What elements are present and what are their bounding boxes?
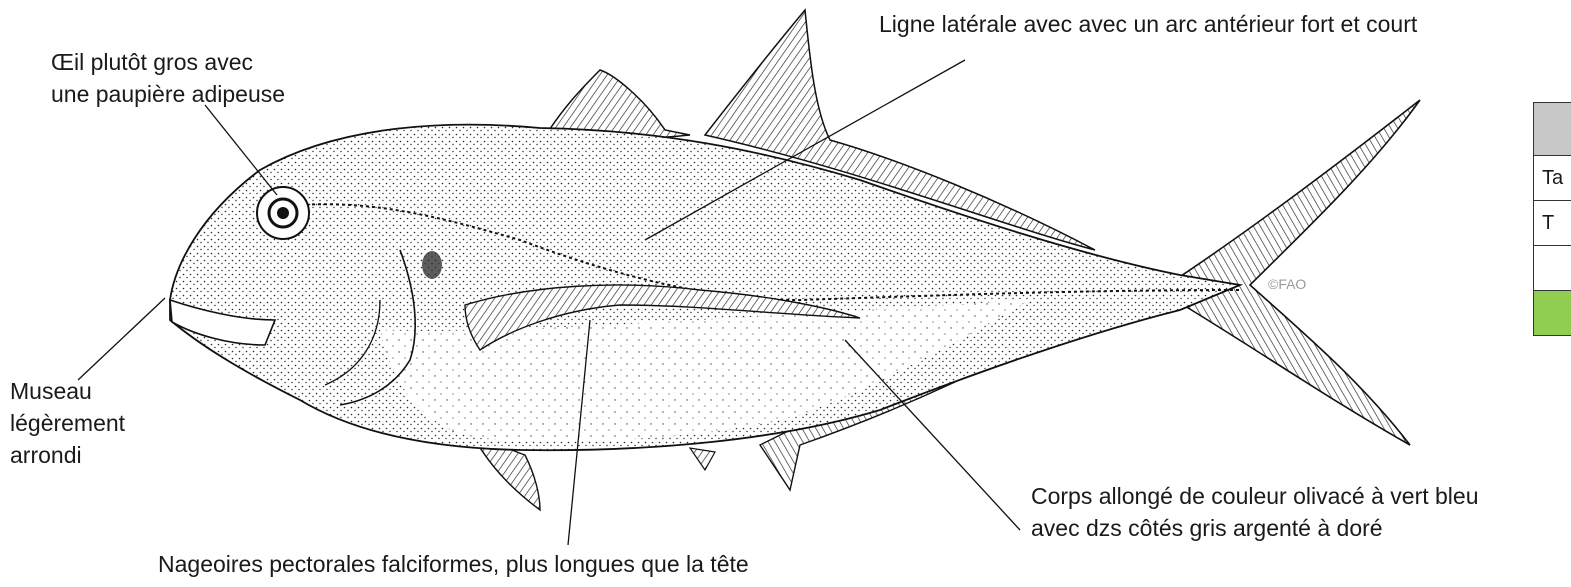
info-table-row	[1534, 291, 1571, 336]
info-table-row	[1534, 246, 1571, 291]
info-table-cell	[1534, 246, 1571, 291]
lateral-line-label-text: Ligne latérale avec avec un arc antérieu…	[879, 8, 1417, 40]
eye-label: Œil plutôt gros avec une paupière adipeu…	[51, 46, 285, 110]
eye-label-line-1: Œil plutôt gros avec	[51, 46, 285, 78]
opercular-spot	[422, 251, 442, 279]
info-table-cell	[1534, 103, 1571, 156]
ventral-spine	[690, 448, 715, 470]
info-table-row: T	[1534, 201, 1571, 246]
copyright-notice: ©FAO	[1268, 276, 1306, 292]
info-table-cell	[1534, 291, 1571, 336]
pectoral-fin-label-text: Nageoires pectorales falciformes, plus l…	[158, 548, 749, 580]
body-label: Corps allongé de couleur olivacé à vert …	[1031, 480, 1479, 544]
pectoral-fin-label: Nageoires pectorales falciformes, plus l…	[158, 548, 749, 580]
eye-leader	[205, 105, 277, 195]
snout-label: Museau légèrement arrondi	[10, 375, 125, 471]
snout-label-line-2: légèrement	[10, 407, 125, 439]
snout-leader	[78, 298, 165, 380]
info-table-cell: Ta	[1534, 156, 1571, 201]
body-label-line-2: avec dzs côtés gris argenté à doré	[1031, 512, 1479, 544]
snout-label-line-1: Museau	[10, 375, 125, 407]
snout-label-line-3: arrondi	[10, 439, 125, 471]
eye-label-line-2: une paupière adipeuse	[51, 78, 285, 110]
info-table-row: Ta	[1534, 156, 1571, 201]
body-label-line-1: Corps allongé de couleur olivacé à vert …	[1031, 480, 1479, 512]
info-table-cell: T	[1534, 201, 1571, 246]
caudal-fin	[1175, 100, 1420, 445]
lateral-line-label: Ligne latérale avec avec un arc antérieu…	[879, 8, 1417, 40]
info-table-row	[1534, 103, 1571, 156]
